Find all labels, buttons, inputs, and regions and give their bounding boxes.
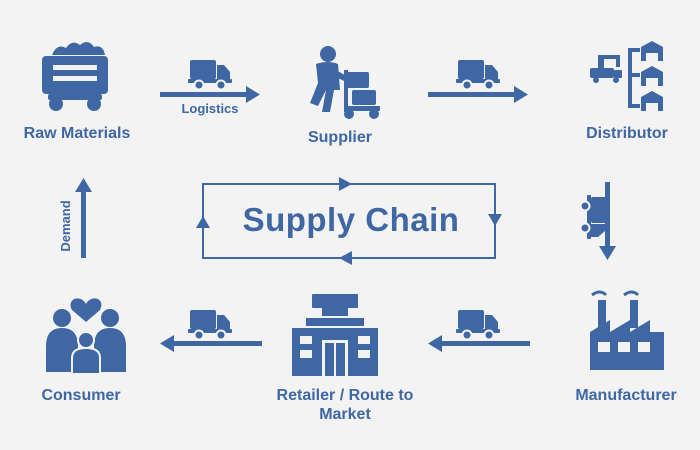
factory-icon: [590, 290, 664, 370]
arrow-up-icon: [75, 178, 92, 258]
node-label-raw-materials: Raw Materials: [23, 125, 131, 142]
warehouse-network-icon: [590, 41, 663, 111]
node-label-manufacturer: Manufacturer: [575, 387, 677, 404]
edge-label-demand: Demand: [58, 200, 73, 252]
node-label-retailer-line1: Retailer / Route to: [276, 387, 414, 404]
arrow-left-icon: [428, 335, 530, 352]
mine-cart-icon: [42, 41, 108, 111]
worker-hand-truck-icon: [310, 46, 380, 119]
arrow-down-icon: [599, 182, 616, 260]
cycle-frame: [196, 177, 502, 265]
arrow-right-icon: [428, 86, 528, 103]
retail-store-icon: [292, 294, 378, 376]
arrow-left-icon: [160, 335, 262, 352]
family-heart-icon: [46, 298, 126, 375]
truck-icon: [187, 59, 233, 91]
node-label-consumer: Consumer: [41, 387, 121, 404]
diagram-title: Supply Chain: [242, 201, 460, 238]
truck-icon: [455, 59, 501, 91]
node-label-distributor: Distributor: [586, 125, 668, 142]
truck-icon: [187, 309, 233, 341]
node-label-retailer-line2: Market: [319, 406, 371, 423]
edge-label-logistics: Logistics: [181, 101, 239, 116]
arrow-right-icon: [160, 86, 260, 103]
truck-icon: [455, 309, 501, 341]
node-label-supplier: Supplier: [307, 129, 372, 146]
